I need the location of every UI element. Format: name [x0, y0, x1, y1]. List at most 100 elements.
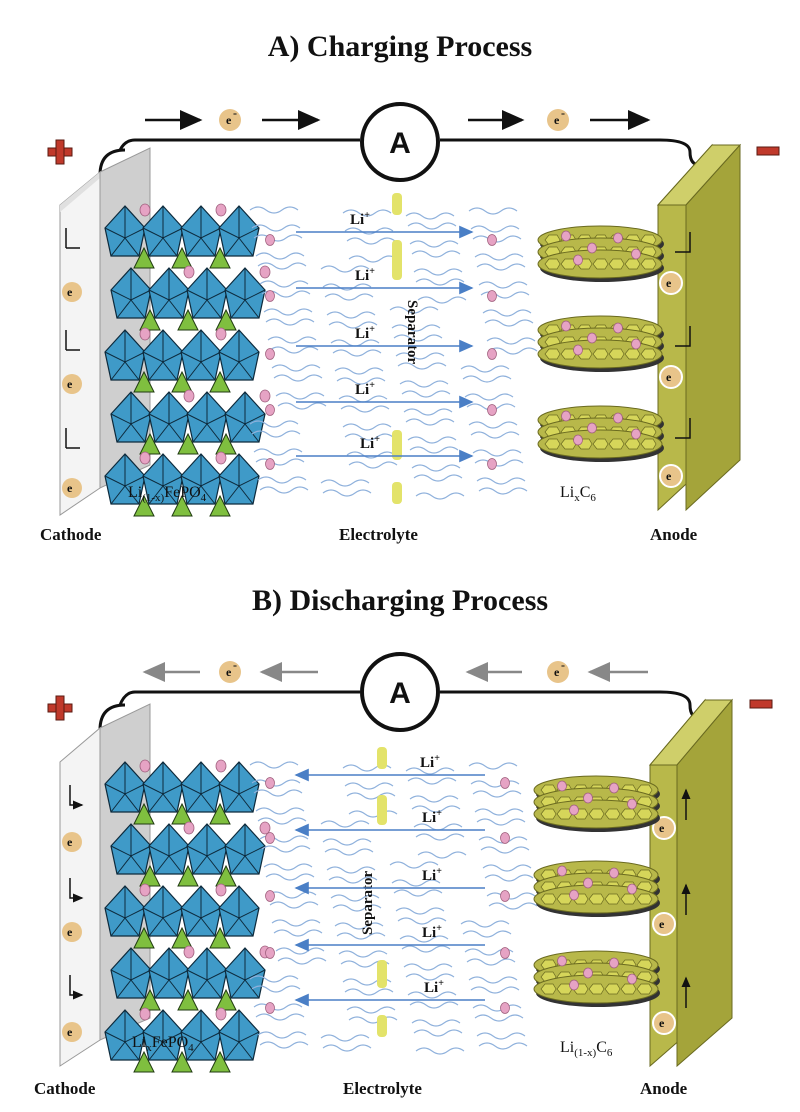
graphite-stack [533, 950, 660, 1007]
electrolyte-wave [336, 377, 386, 385]
li-ion [215, 451, 227, 465]
electrolyte-wave [395, 907, 445, 915]
svg-text:-: - [561, 106, 565, 120]
electrolyte-wave [322, 283, 372, 291]
electrolyte-wave [346, 792, 396, 800]
electrolyte-wave [413, 474, 463, 482]
electrolyte-wave [462, 930, 512, 938]
svg-text:-: - [233, 106, 237, 120]
electrolyte-wave [253, 448, 303, 456]
electrolyte-wave [259, 486, 309, 494]
li-ion [613, 232, 623, 244]
electrolyte-wave [403, 963, 453, 971]
ion-label: Li+ [422, 808, 442, 826]
li-ion [561, 410, 571, 422]
tetrahedron [171, 494, 193, 517]
electrolyte-wave [476, 477, 526, 485]
octahedron [186, 823, 228, 875]
electrolyte-wave [344, 988, 394, 996]
li-ion [215, 759, 227, 773]
ammeter [360, 652, 440, 732]
octahedron [224, 267, 266, 319]
electrolyte-wave [391, 324, 441, 332]
electron-ball: e - [547, 658, 569, 683]
octahedron [142, 885, 184, 937]
electrolyte-wave [346, 1006, 396, 1014]
electrolyte-wave [271, 919, 321, 927]
plus-icon [47, 695, 73, 721]
electrolyte-wave [480, 846, 530, 854]
anode-plate [656, 143, 742, 512]
tetrahedron [171, 926, 193, 949]
li-ion [627, 798, 637, 810]
electrolyte-wave [486, 337, 536, 345]
electrolyte-wave [255, 807, 305, 815]
cathode-label: Cathode [40, 525, 102, 544]
electrolyte-wave [403, 408, 453, 416]
lithium-ion-flow: Li+Li+Li+Li+Li+ [265, 210, 497, 470]
electrolyte-wave [328, 321, 378, 329]
electrolyte-wave [476, 818, 526, 826]
minus-icon [756, 146, 780, 156]
svg-text:e: e [226, 665, 232, 679]
octahedron [186, 947, 228, 999]
electrolyte-wave [409, 795, 459, 803]
octahedron [218, 205, 260, 257]
li-ion [500, 777, 510, 789]
electrolyte-wave [407, 777, 457, 785]
electrolyte-wave [474, 459, 524, 467]
li-ion [561, 230, 571, 242]
electrolyte-wave [389, 861, 439, 869]
electrolyte-wave [273, 929, 323, 937]
svg-text:e: e [659, 821, 665, 835]
li-ion [500, 890, 510, 902]
tetrahedron [177, 864, 199, 887]
electrolyte-wave [482, 309, 532, 317]
ion-arrow: Li+ [265, 266, 497, 302]
ammeter-label: A [389, 127, 411, 160]
svg-text:e: e [659, 1016, 665, 1030]
electrolyte-wave [470, 780, 520, 788]
li-ion [573, 254, 583, 266]
electrolyte-wave [338, 950, 388, 958]
anode-electrons: e e e [659, 232, 691, 488]
electrolyte-wave [468, 762, 518, 770]
electrolyte-wave [277, 402, 327, 410]
li-ion [557, 780, 567, 792]
electrolyte-wave [405, 973, 455, 981]
tetrahedron [133, 1050, 155, 1073]
electrolyte-wave [472, 1004, 522, 1012]
electrolyte-wave [336, 932, 386, 940]
electrolyte-wave [328, 876, 378, 884]
electrolyte-wave [344, 433, 394, 441]
tetrahedron [215, 308, 237, 331]
electrolyte-wave [324, 848, 374, 856]
electrolyte-wave [320, 820, 370, 828]
octahedron [180, 1009, 222, 1061]
svg-text:e: e [67, 835, 73, 849]
minus-icon [749, 699, 773, 709]
octahedron [142, 329, 184, 381]
panel-charging: A) Charging Process A e - e - [40, 30, 780, 544]
octahedron [180, 329, 222, 381]
electrolyte-wave [411, 464, 461, 472]
octahedron [142, 453, 184, 505]
anode-plate [648, 698, 734, 1068]
electrolyte-wave [401, 945, 451, 953]
electrolyte-wave [488, 347, 538, 355]
electrolyte-wave [482, 864, 532, 872]
octahedron [148, 823, 190, 875]
tetrahedron [171, 370, 193, 393]
electrolyte-wave [460, 920, 510, 928]
electrolyte-wave [474, 1014, 524, 1022]
svg-text:e: e [554, 113, 560, 127]
li-ion [569, 804, 579, 816]
li-ion [587, 422, 597, 434]
electrolyte-wave [415, 492, 465, 500]
ion-label: Li+ [355, 380, 375, 398]
electrolyte-wave [478, 281, 528, 289]
graphite-stack [533, 775, 660, 832]
octahedron [110, 947, 152, 999]
li-ion [573, 344, 583, 356]
